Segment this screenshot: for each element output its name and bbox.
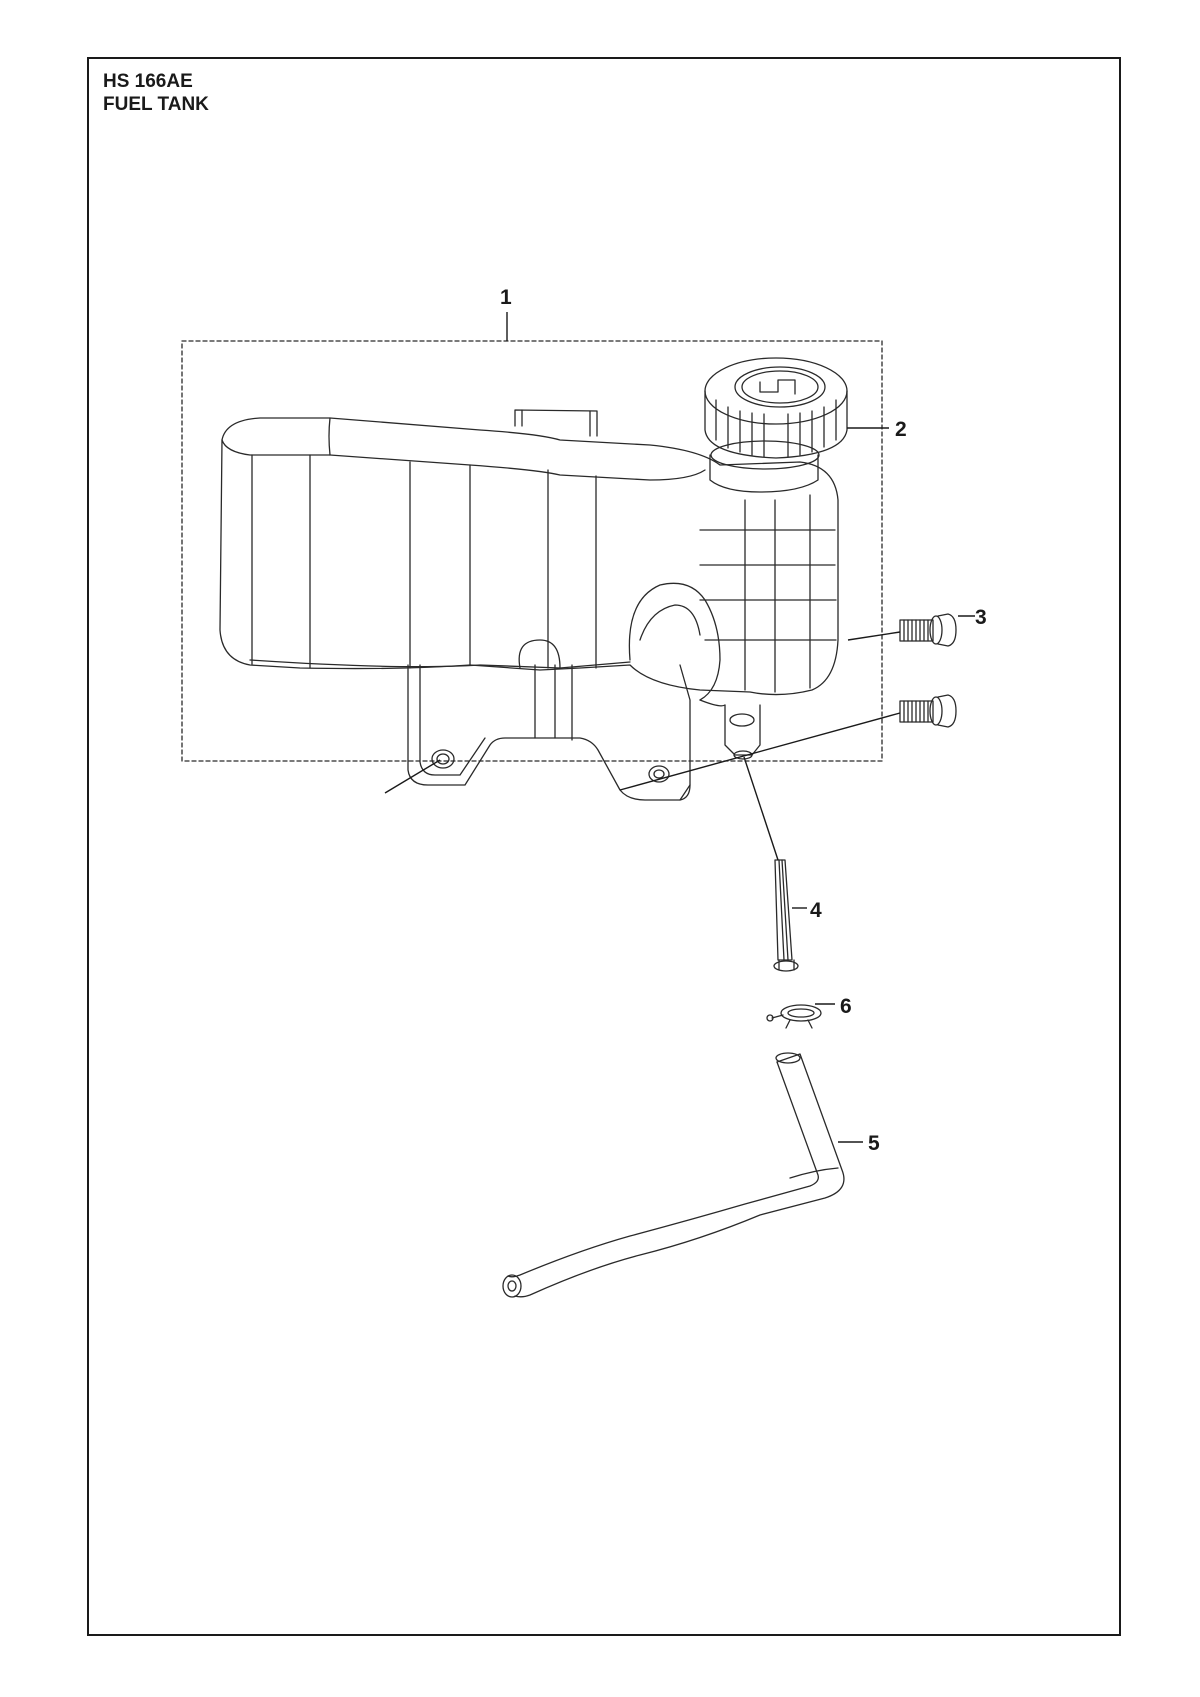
callout-1: 1: [500, 286, 512, 309]
fuel-hose: [502, 1052, 845, 1298]
assembly-boundary: [181, 340, 883, 762]
callout-3: 3: [975, 606, 987, 629]
leader-line-filter: [743, 756, 779, 861]
fuel-filter: [773, 859, 799, 972]
flange-bolt-lower: [899, 694, 957, 728]
callout-6: 6: [840, 995, 852, 1018]
diagram-title: HS 166AE FUEL TANK: [103, 70, 209, 116]
drawing-frame: [87, 57, 1121, 1636]
callout-2: 2: [895, 418, 907, 441]
fuel-cap: [704, 357, 848, 459]
flange-bolt-upper: [899, 613, 957, 647]
section-label: FUEL TANK: [103, 94, 209, 115]
leader-lines: [384, 312, 975, 1143]
leader-line-lower-bolt: [619, 712, 901, 791]
model-label: HS 166AE: [103, 71, 193, 92]
leader-line-left-mount: [384, 759, 441, 794]
callout-4: 4: [810, 899, 822, 922]
hose-clamp: [766, 1004, 822, 1029]
leader-line-3-to-tank: [847, 631, 901, 641]
fuel-tank: [219, 409, 839, 801]
callout-5: 5: [868, 1132, 880, 1155]
